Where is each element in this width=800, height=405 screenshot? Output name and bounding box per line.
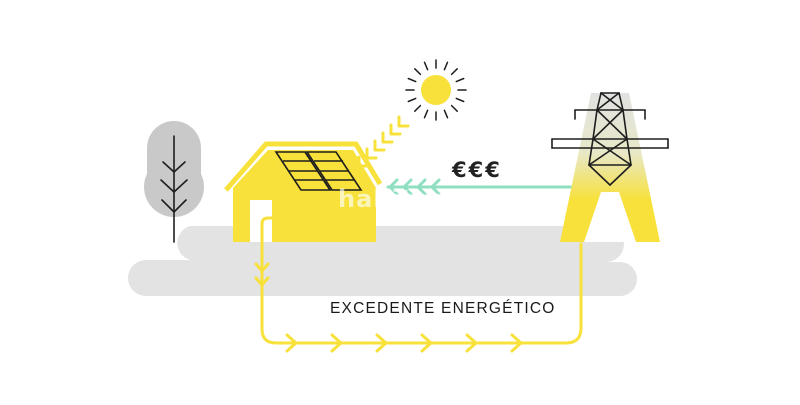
ground-shape	[128, 226, 637, 296]
energy-surplus-label: EXCEDENTE ENERGÉTICO	[330, 300, 556, 317]
sunlight-arrows	[357, 115, 410, 168]
currency-label: €€€	[452, 158, 502, 182]
power-pylon-icon	[551, 92, 669, 242]
energy-surplus-loop	[254, 216, 583, 353]
watermark: habitaclia	[338, 185, 482, 213]
grid-power-arrows	[386, 178, 584, 196]
sun-icon	[405, 59, 467, 121]
tree-icon	[144, 121, 204, 243]
solar-panel-icon	[274, 151, 363, 191]
